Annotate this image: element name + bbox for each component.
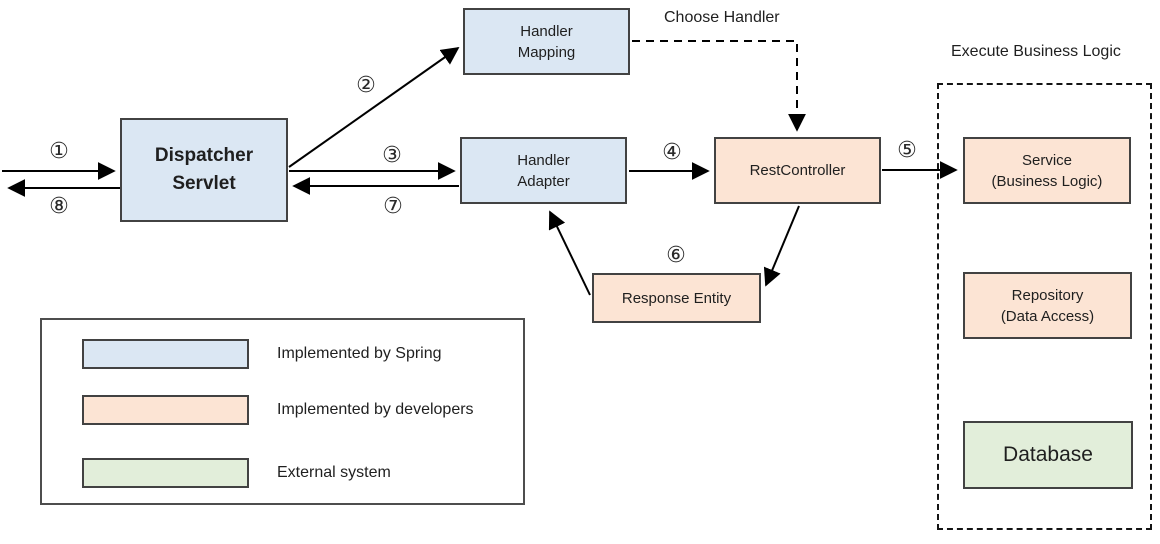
- repository-label-line2: (Data Access): [1000, 307, 1095, 325]
- response-entity-label: Response Entity: [621, 289, 732, 307]
- handler-mapping-label-line1: Handler: [520, 22, 573, 40]
- database-label: Database: [1003, 443, 1093, 467]
- legend-label-developers: Implemented by developers: [277, 401, 474, 418]
- response-entity-node: Response Entity: [592, 273, 761, 323]
- step-4-badge: ④: [662, 140, 682, 165]
- legend-item-spring: Implemented by Spring: [82, 339, 442, 369]
- legend-swatch-spring: [82, 339, 249, 369]
- rest-controller-node: RestController: [714, 137, 881, 204]
- execute-business-logic-label: Execute Business Logic: [951, 43, 1121, 60]
- execute-business-logic-container: [937, 83, 1152, 530]
- step-3-badge: ③: [382, 143, 402, 168]
- arrow-choose-handler-dashed: [632, 40, 806, 132]
- arrow-step6-response-entity-to-adapter: [548, 210, 591, 296]
- database-node: Database: [963, 421, 1133, 489]
- legend-item-external: External system: [82, 458, 391, 488]
- handler-mapping-label-line2: Mapping: [517, 43, 576, 61]
- legend-label-external: External system: [277, 464, 391, 481]
- legend-label-spring: Implemented by Spring: [277, 345, 442, 362]
- legend: Implemented by Spring Implemented by dev…: [40, 318, 525, 505]
- repository-label-line1: Repository: [1011, 286, 1084, 304]
- step-5-badge: ⑤: [897, 138, 917, 163]
- repository-node: Repository (Data Access): [963, 272, 1132, 339]
- service-label-line1: Service: [1021, 151, 1073, 169]
- step-8-badge: ⑧: [49, 194, 69, 219]
- service-node: Service (Business Logic): [963, 137, 1131, 204]
- step-2-badge: ②: [356, 73, 376, 98]
- handler-mapping-node: Handler Mapping: [463, 8, 630, 75]
- dispatcher-servlet-node: Dispatcher Servlet: [120, 118, 288, 222]
- step-1-badge: ①: [49, 139, 69, 164]
- handler-adapter-label-line1: Handler: [517, 151, 570, 169]
- handler-adapter-node: Handler Adapter: [460, 137, 627, 204]
- arrow-restcontroller-to-response-entity: [763, 205, 800, 287]
- service-label-line2: (Business Logic): [991, 172, 1103, 190]
- step-6-badge: ⑥: [666, 243, 686, 268]
- choose-handler-label: Choose Handler: [664, 9, 780, 26]
- dispatcher-servlet-label-line2: Servlet: [172, 173, 236, 194]
- step-7-badge: ⑦: [383, 194, 403, 219]
- rest-controller-label: RestController: [749, 162, 846, 179]
- handler-adapter-label-line2: Adapter: [517, 172, 570, 190]
- dispatcher-servlet-label-line1: Dispatcher: [154, 145, 254, 167]
- legend-item-developers: Implemented by developers: [82, 395, 474, 425]
- legend-swatch-external: [82, 458, 249, 488]
- arrow-step2-to-handler-mapping: [288, 46, 460, 168]
- legend-swatch-developers: [82, 395, 249, 425]
